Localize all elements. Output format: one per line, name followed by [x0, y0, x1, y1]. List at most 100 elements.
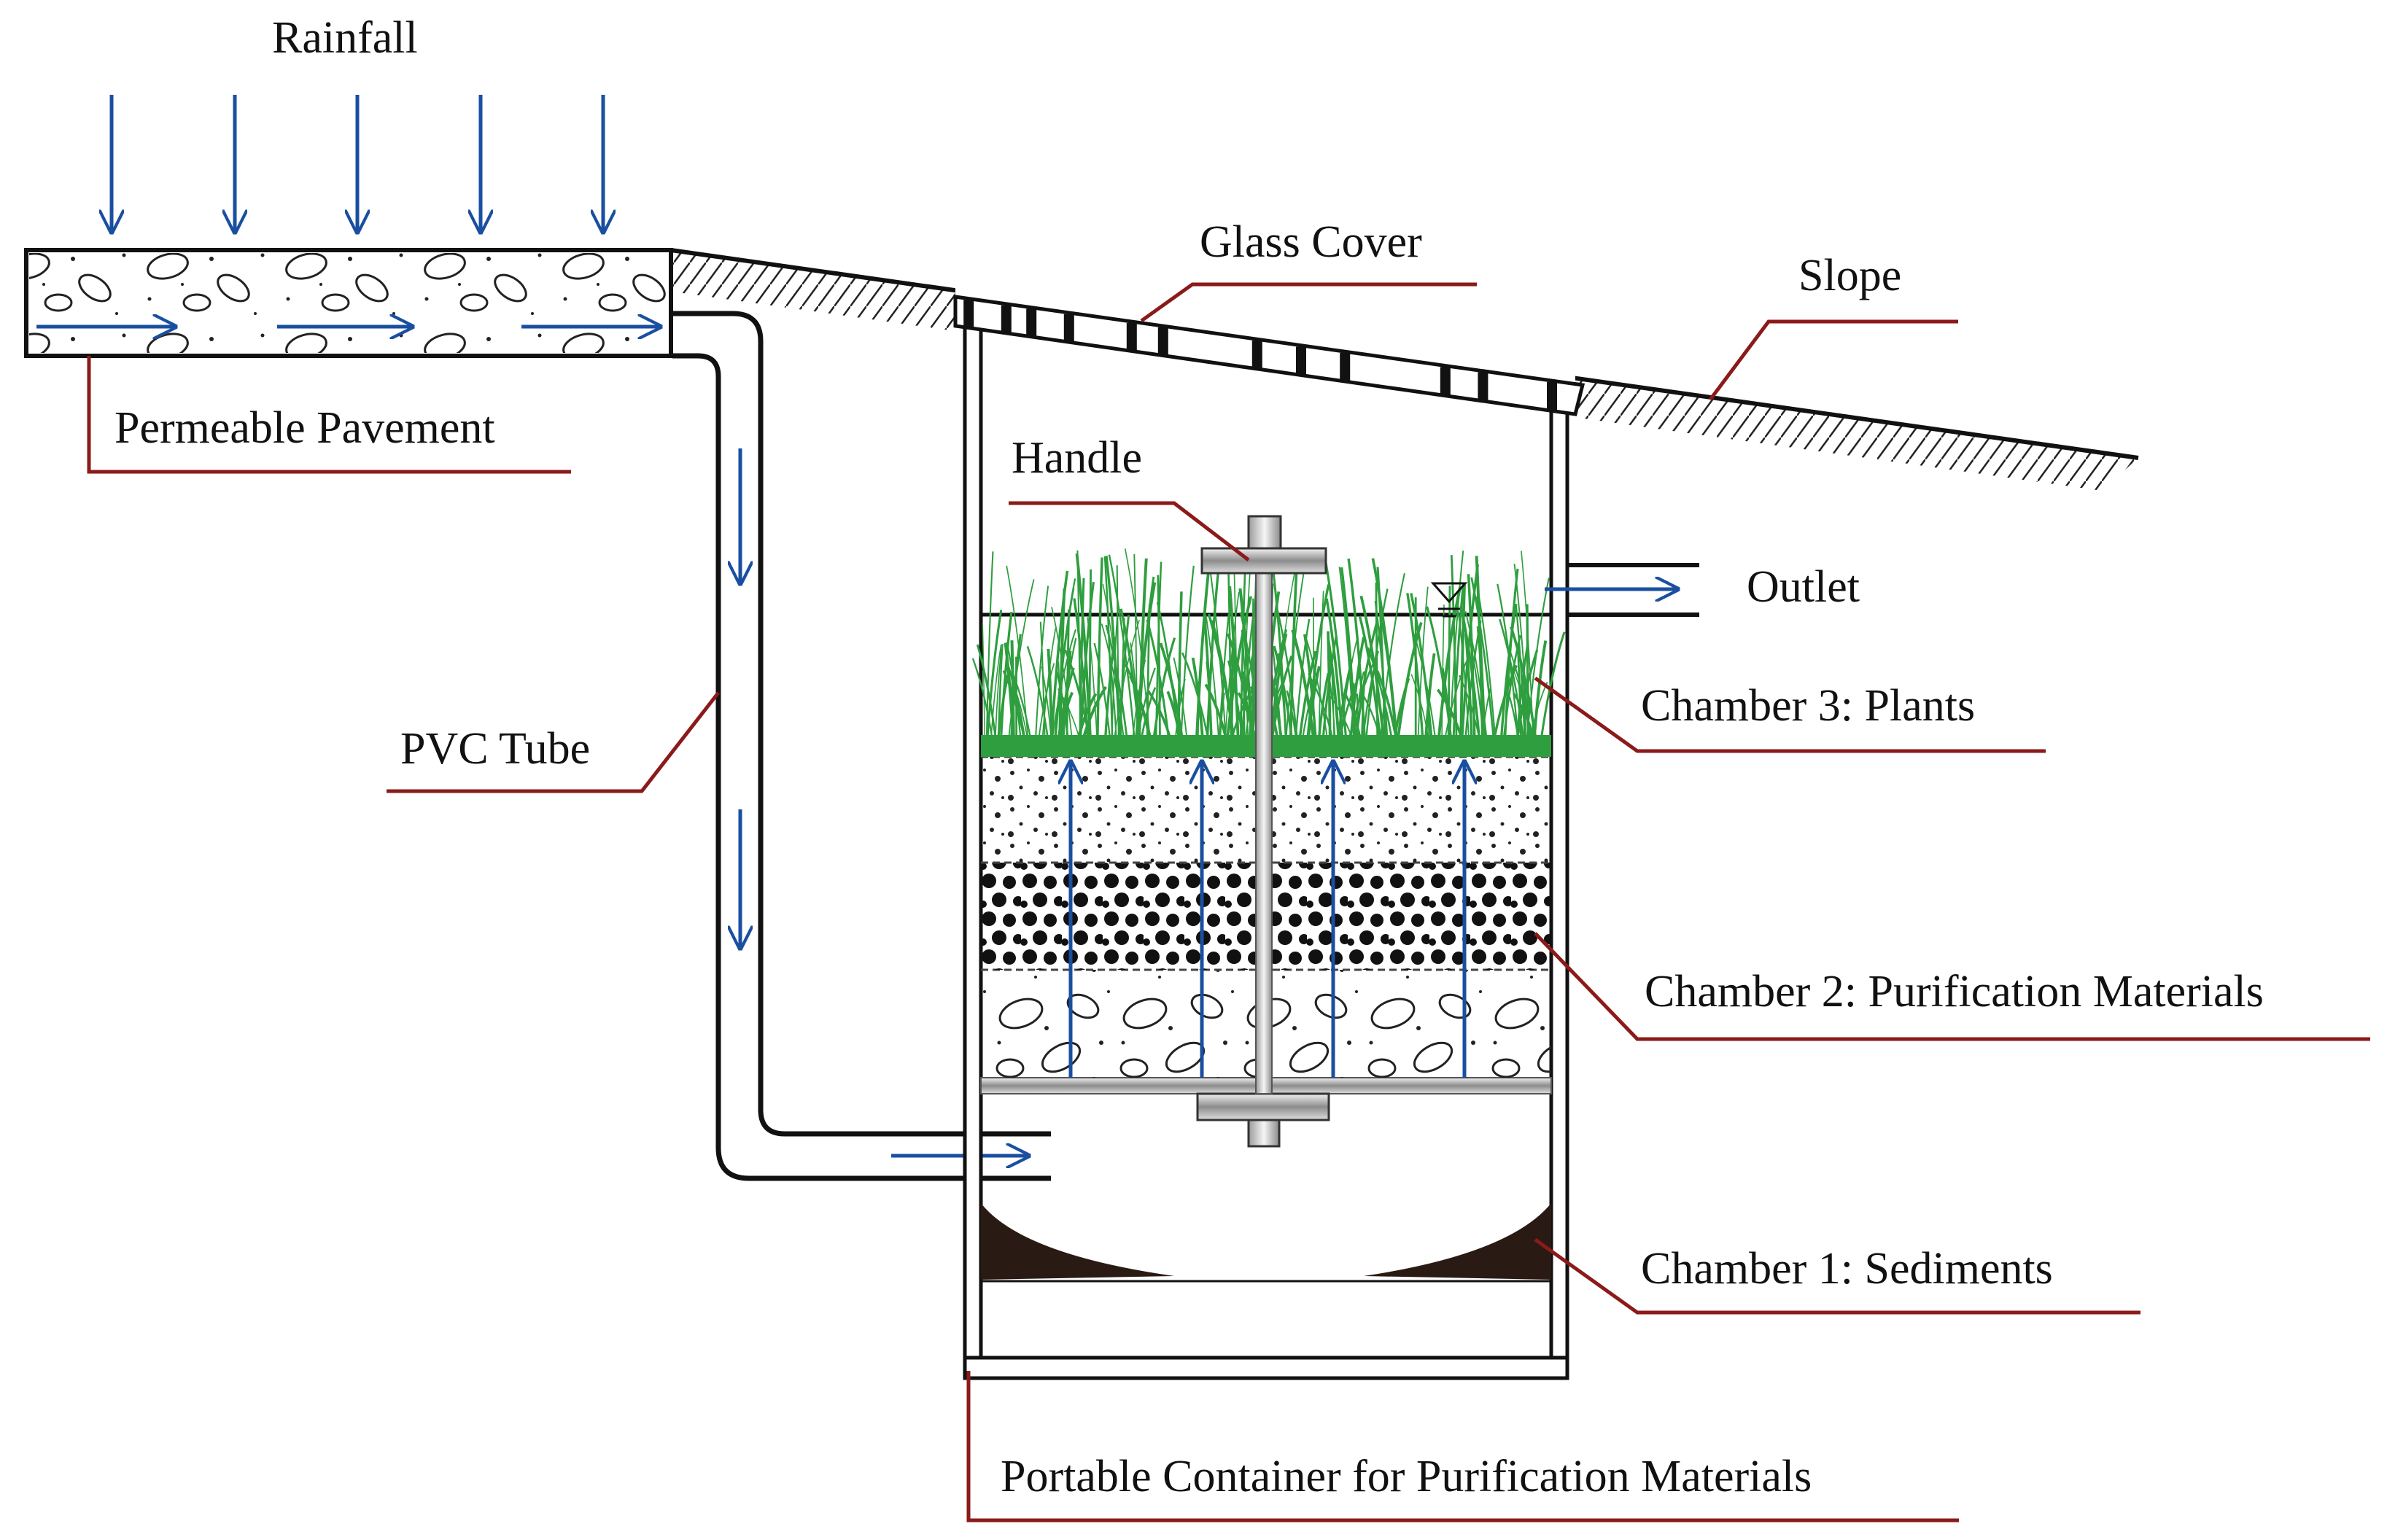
grass-blades	[971, 548, 1566, 739]
grass-blade	[1191, 657, 1204, 739]
grass-blade	[1102, 583, 1124, 739]
grass-blade	[1450, 555, 1458, 739]
grass-blade	[1054, 578, 1076, 739]
grass-blade	[1458, 674, 1480, 739]
grass-blade	[1356, 693, 1359, 739]
portable-container	[963, 319, 1569, 1380]
glass-cover-leader	[1140, 282, 1477, 323]
grass-blade	[1461, 564, 1479, 739]
handle-label: Handle	[1012, 433, 1142, 483]
grass-blade	[1427, 691, 1430, 739]
rainfall-group: Rainfall	[112, 13, 603, 232]
handle-rod	[1255, 568, 1273, 1094]
grass-blade	[1308, 673, 1333, 739]
grass-blade	[1136, 576, 1155, 739]
grass-blade	[1207, 613, 1235, 739]
grass-blade	[990, 644, 1002, 739]
grass-blade	[1177, 591, 1183, 739]
grass-blade	[1180, 565, 1195, 739]
chamber1-label: Chamber 1: Sediments	[1641, 1244, 2053, 1294]
grass-blade	[1393, 677, 1410, 739]
sediment-left	[981, 1203, 1174, 1280]
grass-blade	[1317, 672, 1330, 739]
chamber3-label: Chamber 3: Plants	[1641, 681, 1975, 731]
grass-blade	[1444, 658, 1469, 739]
grass-blade	[1497, 583, 1519, 739]
glass-cover-segment	[1126, 322, 1137, 351]
glass-cover	[953, 295, 1585, 416]
rainfall-label: Rainfall	[272, 13, 418, 63]
grass-blade	[985, 551, 994, 739]
grass-blade	[1136, 667, 1156, 739]
grass-blade	[1050, 570, 1069, 739]
grass-blade	[1502, 634, 1521, 739]
glass-cover-segment	[1547, 382, 1557, 410]
grass-blade	[1079, 581, 1095, 739]
chamber2-leader	[1534, 932, 2370, 1041]
grass-blade	[1437, 586, 1462, 739]
handle-leader	[1009, 501, 1250, 561]
grass-blade	[1052, 629, 1076, 739]
grass-blade	[1348, 661, 1375, 739]
glass-cover-segment	[1063, 314, 1074, 342]
grass-blade	[1008, 579, 1035, 739]
grass-blade	[1114, 619, 1140, 739]
grass-blade	[1208, 559, 1227, 739]
grass-blade	[1305, 637, 1328, 739]
rain-arrows	[112, 95, 603, 232]
glass-cover-segment	[1440, 367, 1451, 395]
grass-blade	[1510, 626, 1537, 739]
permeable-pavement	[24, 248, 673, 358]
grass-blade	[1227, 660, 1243, 739]
pvc-tube-label: PVC Tube	[400, 724, 590, 774]
grass-blade	[1118, 615, 1130, 739]
grass-blade	[1205, 615, 1219, 739]
grass-blade	[1000, 612, 1013, 739]
grass-blade	[1375, 670, 1398, 739]
grass-blade	[1318, 591, 1324, 739]
grass-blade	[1295, 618, 1311, 739]
grass-blade	[1238, 588, 1254, 739]
slope-label: Slope	[1798, 251, 1901, 300]
grass-blade	[986, 610, 1003, 739]
grass-blade	[1424, 653, 1436, 739]
grass-blade	[1140, 687, 1157, 739]
grass-blade	[1010, 677, 1028, 739]
grass-blade	[1233, 568, 1238, 739]
grass-blade	[1057, 667, 1075, 739]
grass-blade	[1270, 655, 1293, 739]
bottom-bracket-stem	[1247, 1119, 1281, 1148]
grass-blade	[1375, 582, 1379, 739]
chamber3-leader	[1534, 676, 2046, 753]
grass-blade	[976, 644, 997, 739]
glass-cover-segment	[1157, 327, 1168, 355]
grass-blade	[1307, 666, 1321, 739]
glass-cover-segment	[1026, 308, 1037, 337]
grass-blade	[1173, 657, 1188, 739]
grass-blade	[1041, 666, 1052, 739]
container-leader	[966, 1371, 1959, 1522]
grass-blade	[1093, 642, 1111, 739]
glass-cover-segment	[1296, 346, 1306, 375]
handle-grip	[1200, 547, 1327, 575]
grass-blade	[1124, 664, 1152, 739]
grass-blade	[1330, 657, 1335, 739]
permeable-pavement-leader	[87, 356, 571, 474]
permeable-pavement-label: Permeable Pavement	[115, 403, 495, 453]
glass-cover-segment	[1340, 353, 1351, 381]
grass-blade	[1324, 556, 1348, 739]
chamber2-label: Chamber 2: Purification Materials	[1645, 967, 2264, 1016]
grass-blade	[1441, 604, 1445, 739]
handle-knob	[1247, 515, 1282, 550]
grass-blade	[1157, 575, 1161, 739]
grass-blade	[1242, 559, 1251, 739]
glass-cover-segment	[1001, 305, 1012, 333]
grass-blade	[1051, 607, 1073, 739]
grass-blade	[1459, 605, 1480, 739]
grass-blade	[1337, 659, 1354, 739]
grass-blade	[1470, 577, 1495, 739]
grass-blade	[1152, 637, 1176, 739]
grass-blade	[1038, 663, 1055, 739]
grass-blade	[982, 623, 985, 739]
